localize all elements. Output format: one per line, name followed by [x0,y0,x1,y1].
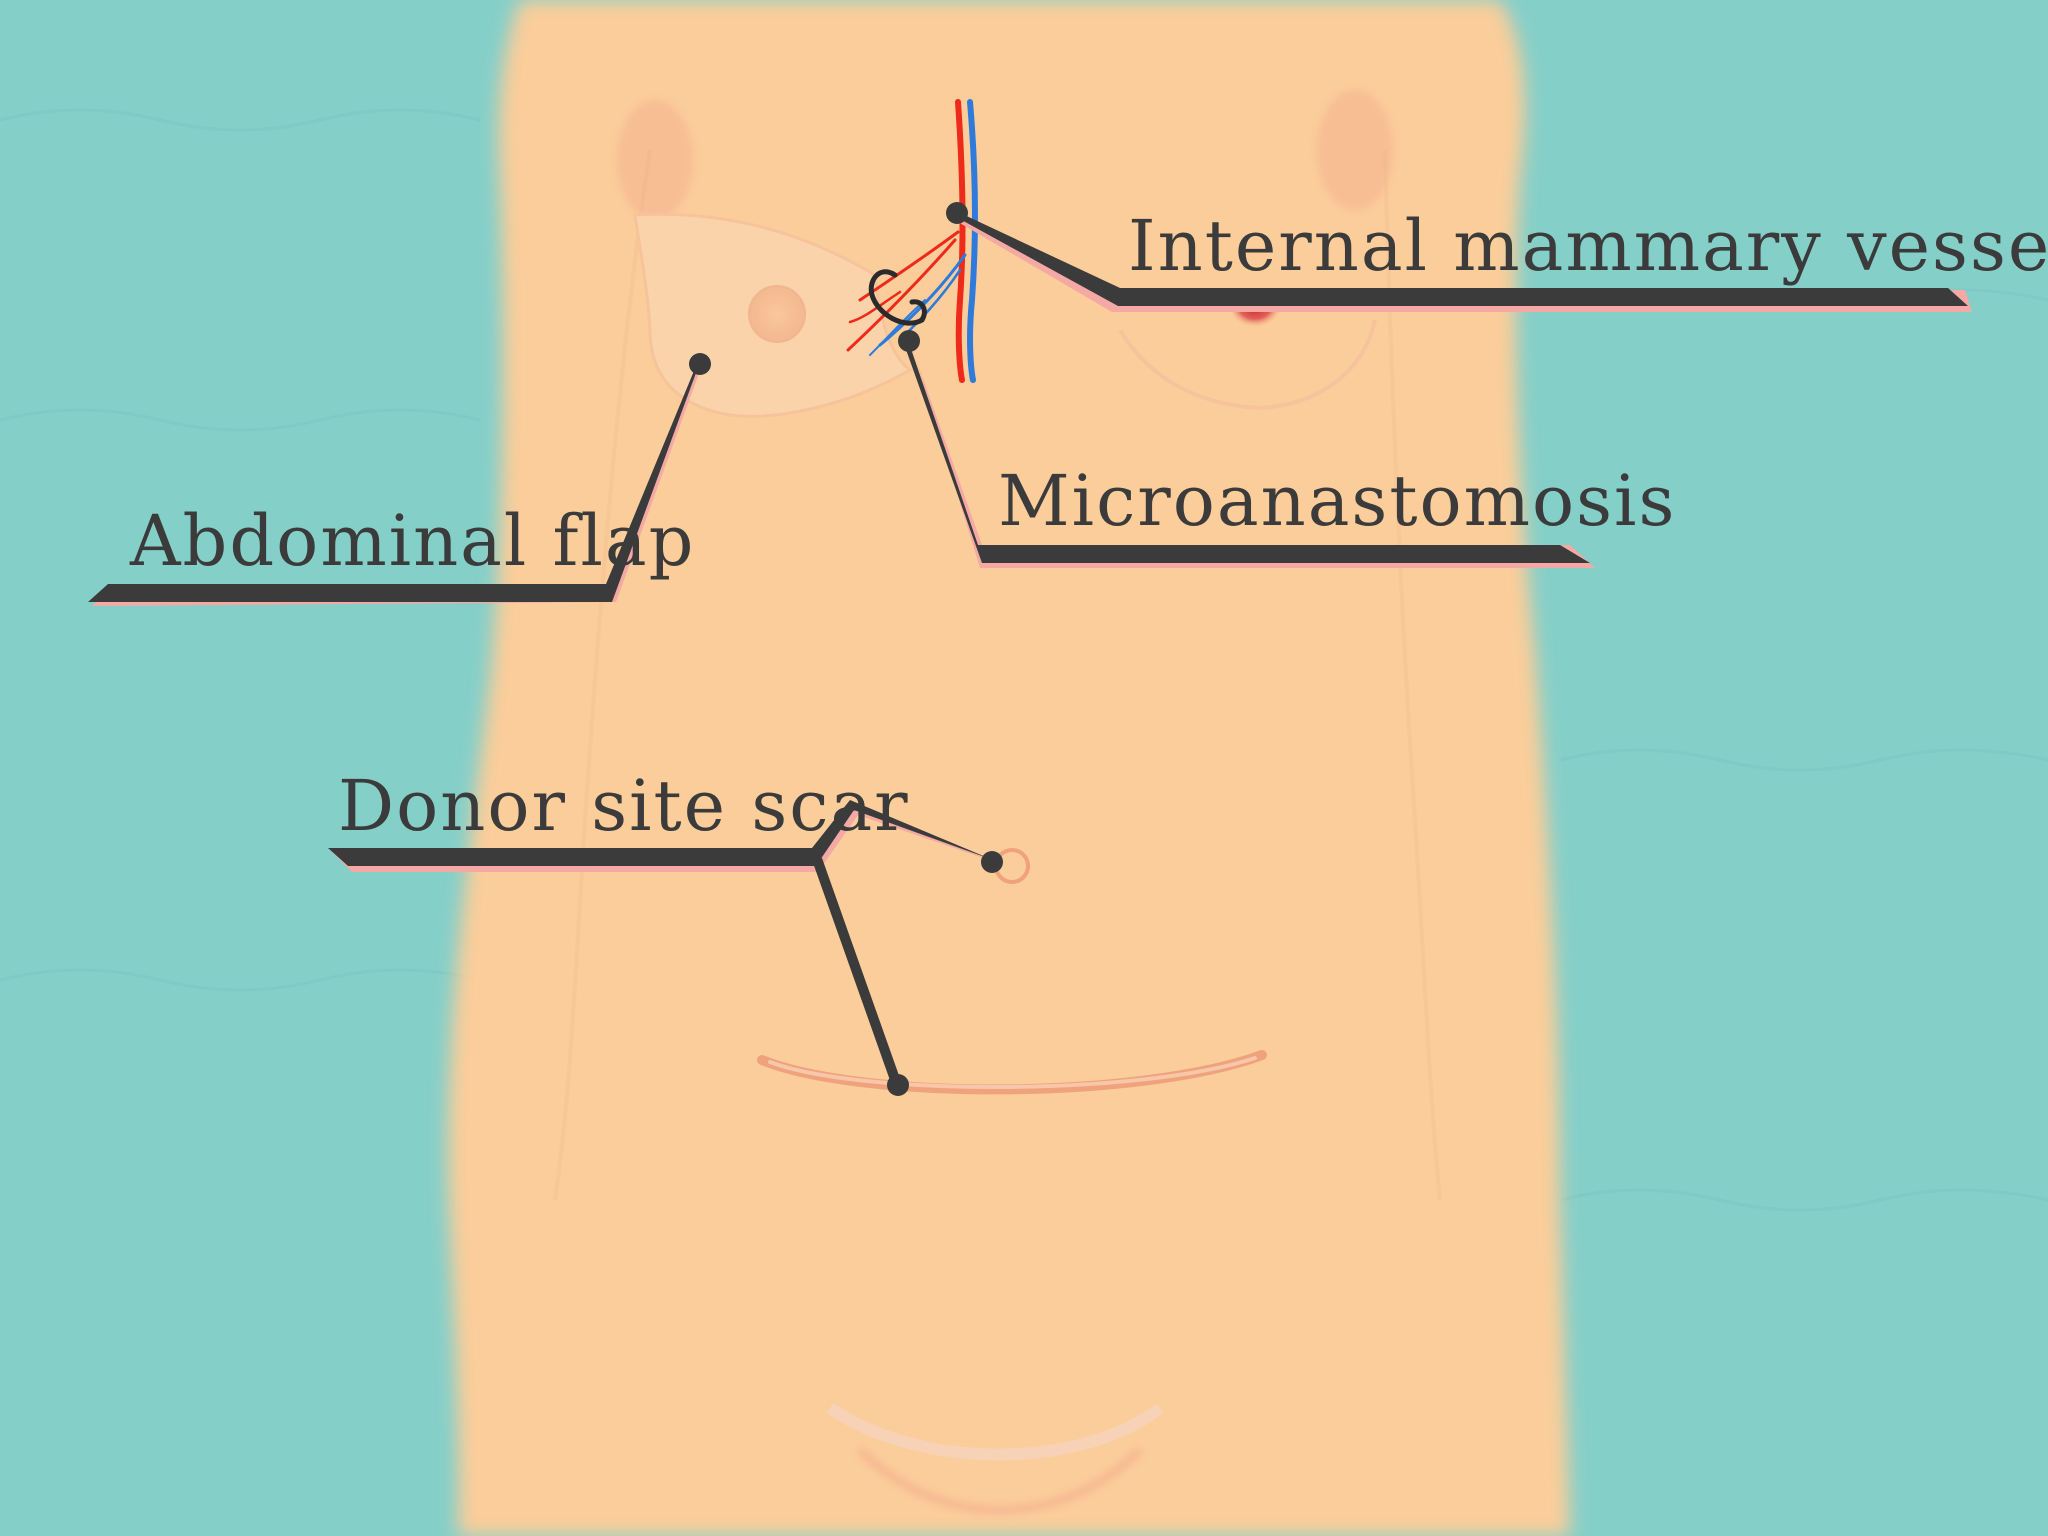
leader-bar [958,212,1968,306]
vein-branch-1 [878,253,967,347]
leader-dot-scar [887,1074,909,1096]
label-donor-site-scar: Donor site scar [338,765,910,847]
leader-dot [689,353,711,375]
left-arm-line [553,149,652,1201]
label-internal-mammary-vessels: Internal mammary vessels [1128,205,2048,287]
artery-branch-2 [846,238,957,352]
right-shoulder-shade [1317,90,1393,210]
natural-breast-outline [1118,319,1377,411]
label-abdominal-flap: Abdominal flap [129,500,695,582]
leader-dot-navel [981,851,1003,873]
leader-internal-mammary-vessels [946,202,1972,312]
leader-lines [88,202,1972,1096]
label-microanastomosis: Microanastomosis [998,460,1676,542]
internal-mammary-vessels [846,99,978,383]
groin-shade [857,1447,1143,1514]
artery-branch-3 [848,290,902,324]
right-arm-line [1383,149,1442,1201]
leader-donor-site-scar [328,800,1003,1096]
flap-areola [748,285,806,343]
donor-scar-highlight [768,1056,1257,1090]
leader-bar [328,800,993,866]
artery-main [955,99,966,383]
leader-abdominal-flap [88,353,711,606]
anastomosis-loop [868,269,927,326]
leader-dot [946,202,968,224]
leader-microanastomosis [898,330,1595,568]
lower-abdomen-curve [826,1403,1164,1461]
left-shoulder-shade [617,100,693,220]
vein-main [967,99,978,383]
leader-bar-branch [812,858,902,1086]
leader-dot [898,330,920,352]
